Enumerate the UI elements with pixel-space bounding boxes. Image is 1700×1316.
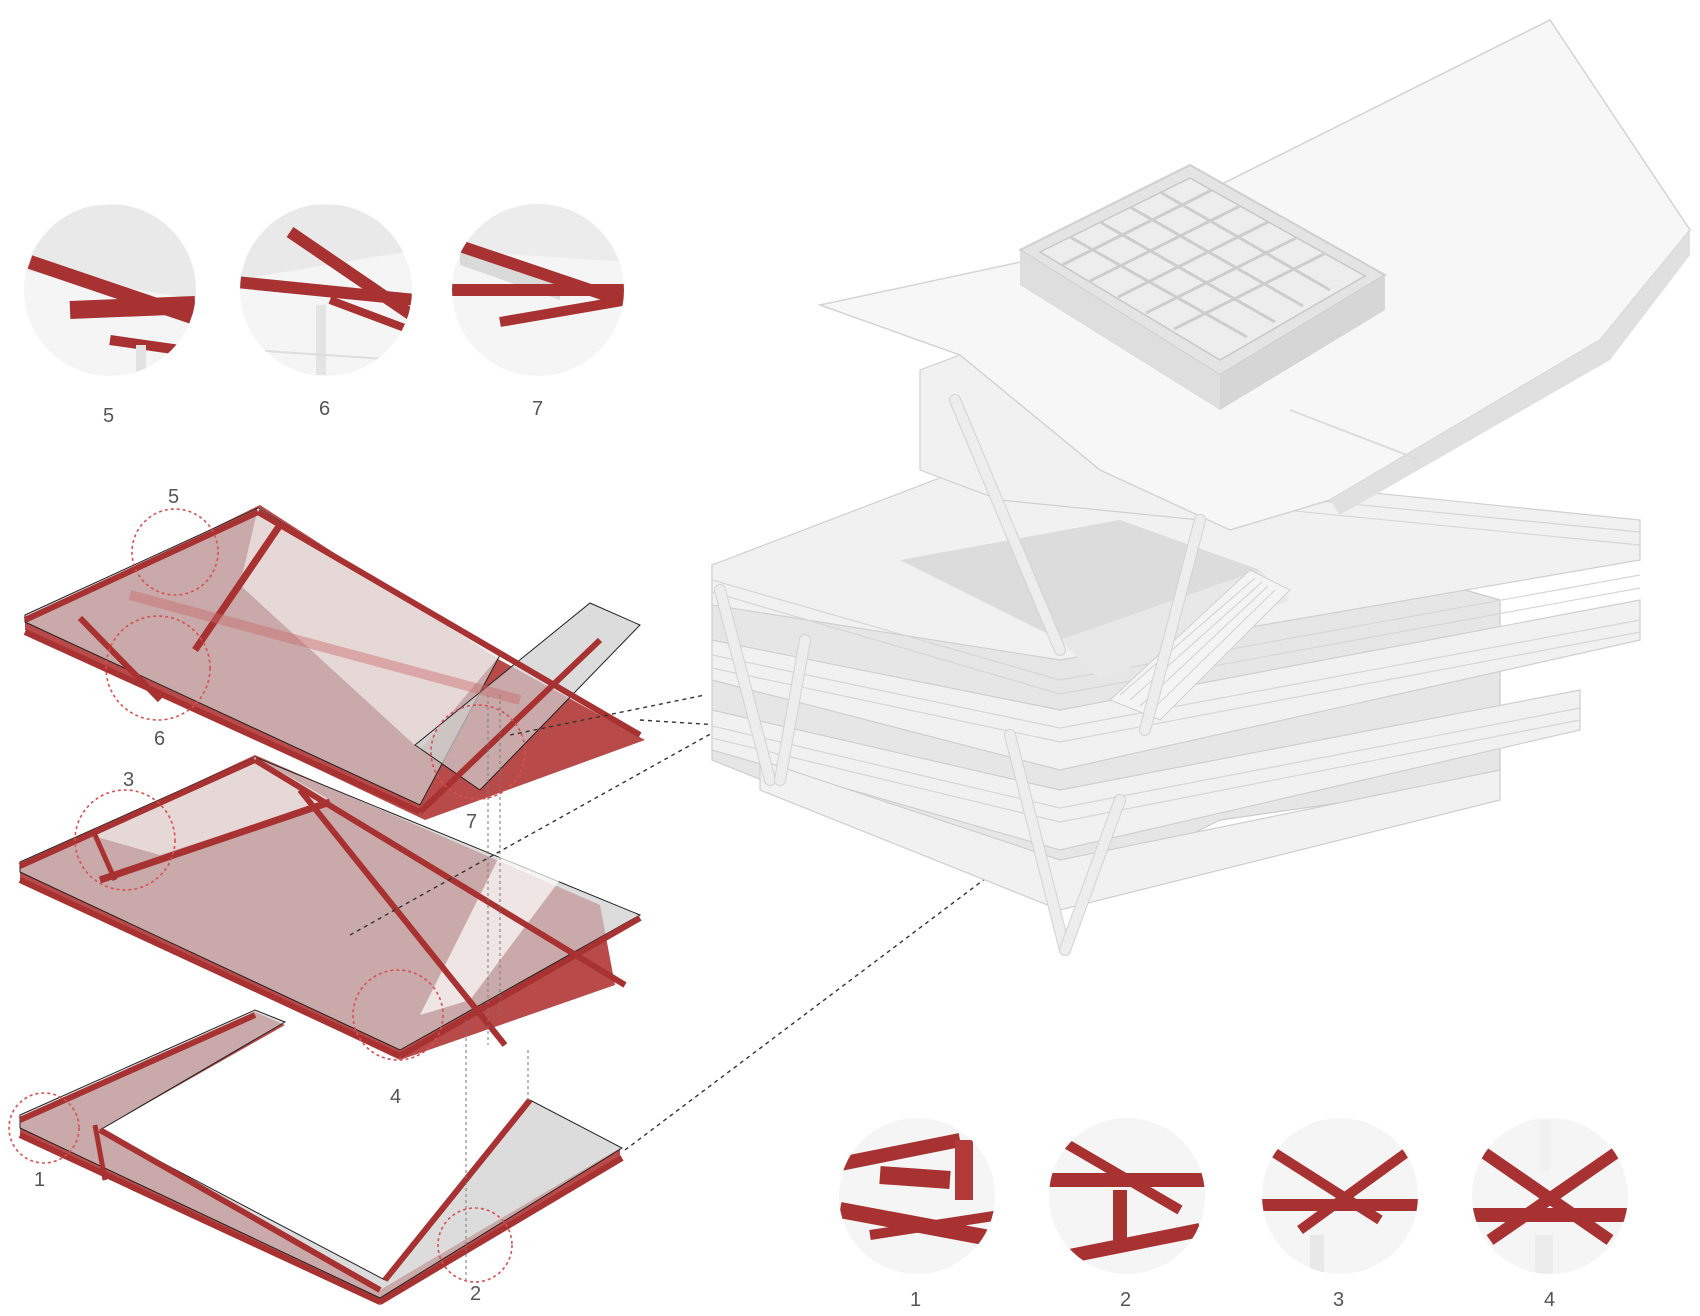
- detail-view-7: [452, 204, 624, 376]
- callout-ring-5: [131, 508, 219, 596]
- detail-label-5: 5: [103, 405, 114, 427]
- detail-view-3: [1262, 1118, 1418, 1274]
- diagonal-columns: [714, 394, 1206, 956]
- isometric-building: [711, 19, 1691, 956]
- skylight-grid: [1017, 163, 1387, 410]
- detail-view-6: [240, 204, 412, 376]
- callout-ring-1: [8, 1092, 80, 1164]
- callout-ring-7: [430, 704, 526, 800]
- detail-view-2: [1049, 1118, 1205, 1274]
- callout-label-4: 4: [390, 1086, 401, 1108]
- callout-label-1: 1: [34, 1169, 45, 1191]
- callout-label-7: 7: [466, 811, 477, 833]
- detail-label-7: 7: [532, 398, 543, 420]
- detail-view-5: [24, 204, 196, 376]
- detail-label-6: 6: [319, 398, 330, 420]
- leader-line-upper: [509, 694, 706, 736]
- detail-view-1: [839, 1118, 995, 1274]
- callout-label-2: 2: [470, 1283, 481, 1305]
- detail-view-4: [1472, 1118, 1628, 1274]
- callout-ring-4: [352, 969, 444, 1061]
- floor-plate-middle: [18, 755, 642, 1060]
- detail-label-4: 4: [1544, 1289, 1555, 1311]
- floor-plate-upper: [23, 505, 645, 820]
- detail-label-2: 2: [1120, 1289, 1131, 1311]
- callout-label-3: 3: [123, 769, 134, 791]
- detail-label-1: 1: [910, 1289, 921, 1311]
- callout-ring-3: [74, 789, 176, 891]
- callout-ring-6: [105, 615, 211, 721]
- detail-label-3: 3: [1333, 1289, 1344, 1311]
- leader-line-lower: [624, 859, 1011, 1151]
- floor-plate-lower: [18, 1009, 624, 1305]
- callout-ring-2: [437, 1207, 513, 1283]
- callout-label-5: 5: [168, 486, 179, 508]
- callout-label-6: 6: [154, 728, 165, 750]
